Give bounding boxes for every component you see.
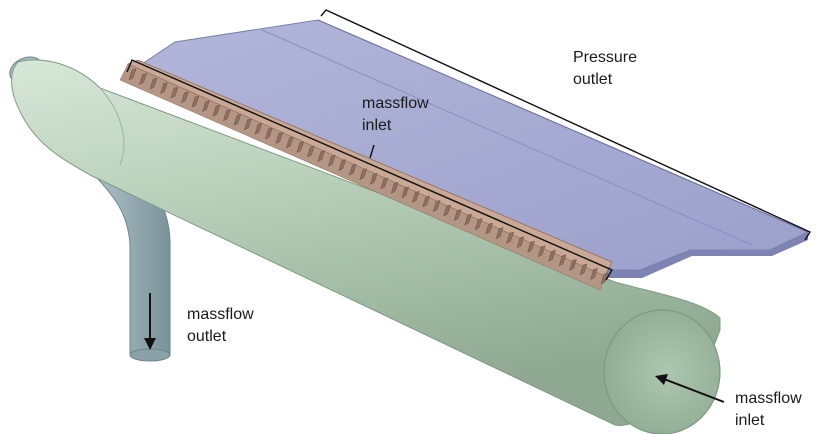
nozzle [590,268,598,280]
massflow-inlet-top-label-line1: massflow [362,95,429,112]
nozzle [474,218,483,231]
nozzle [139,73,147,86]
massflow-outlet-label-line1: massflow [187,306,254,323]
nozzle [149,77,158,90]
nozzle [170,86,179,99]
nozzle [128,68,137,81]
nozzle [338,159,347,172]
annotations [126,9,812,281]
massflow-inlet-right-label-line2: inlet [735,412,765,429]
nozzle [380,177,389,190]
nozzle [202,100,210,113]
nozzle [191,95,200,108]
nozzle-strip [119,59,613,291]
nozzle [348,163,357,176]
massflow-inlet-arrow [655,374,725,403]
nozzle [506,231,514,244]
nozzle [390,181,399,194]
pressure-outlet-plate [128,19,810,278]
nozzle [233,113,242,126]
nozzle [443,204,452,217]
nozzle [495,227,504,240]
nozzle [516,236,525,249]
nozzle [285,136,294,149]
nozzle [327,154,336,167]
nozzle-array [128,68,609,285]
massflow-inlet-right-label: massflow inlet [735,388,802,432]
pressure-outlet-label-line2: outlet [573,71,613,88]
pressure-outlet-bracket [320,9,812,241]
massflow-inlet-right-label-line1: massflow [735,390,802,407]
nozzle [369,172,378,185]
massflow-outlet-label-line2: outlet [187,328,227,345]
massflow-inlet-top-label-line2: inlet [362,117,392,134]
nozzle [264,127,273,140]
nozzle [181,91,189,104]
nozzle [160,82,168,95]
nozzle [569,259,577,271]
nozzle [579,263,588,276]
nozzle [401,186,410,199]
nozzle [600,272,609,285]
massflow-inlet-top-pointer [369,144,375,159]
nozzle [306,145,315,158]
massflow-outlet-arrow [144,293,156,350]
nozzle [432,200,441,212]
pipe-inlet-face [603,309,721,434]
nozzle [411,191,420,203]
nozzle [222,109,231,122]
nozzle [422,195,431,208]
nozzle [212,104,221,117]
nozzle [453,209,462,222]
nozzle [485,222,494,235]
nozzle [464,213,473,226]
nozzle [275,132,284,144]
massflow-outlet-label: massflow outlet [187,304,254,348]
nozzle [243,118,252,131]
nozzle [527,240,535,253]
pressure-outlet-label: Pressure outlet [573,47,637,91]
massflow-inlet-top-label: massflow inlet [362,93,429,137]
nozzle [548,249,556,262]
nozzle-bracket [126,59,614,281]
nozzle [254,123,263,135]
nozzle [296,141,305,154]
pressure-outlet-label-line1: Pressure [573,49,638,66]
nozzle [359,168,368,181]
nozzle [537,245,546,258]
nozzle [317,150,326,163]
nozzle [558,254,567,267]
